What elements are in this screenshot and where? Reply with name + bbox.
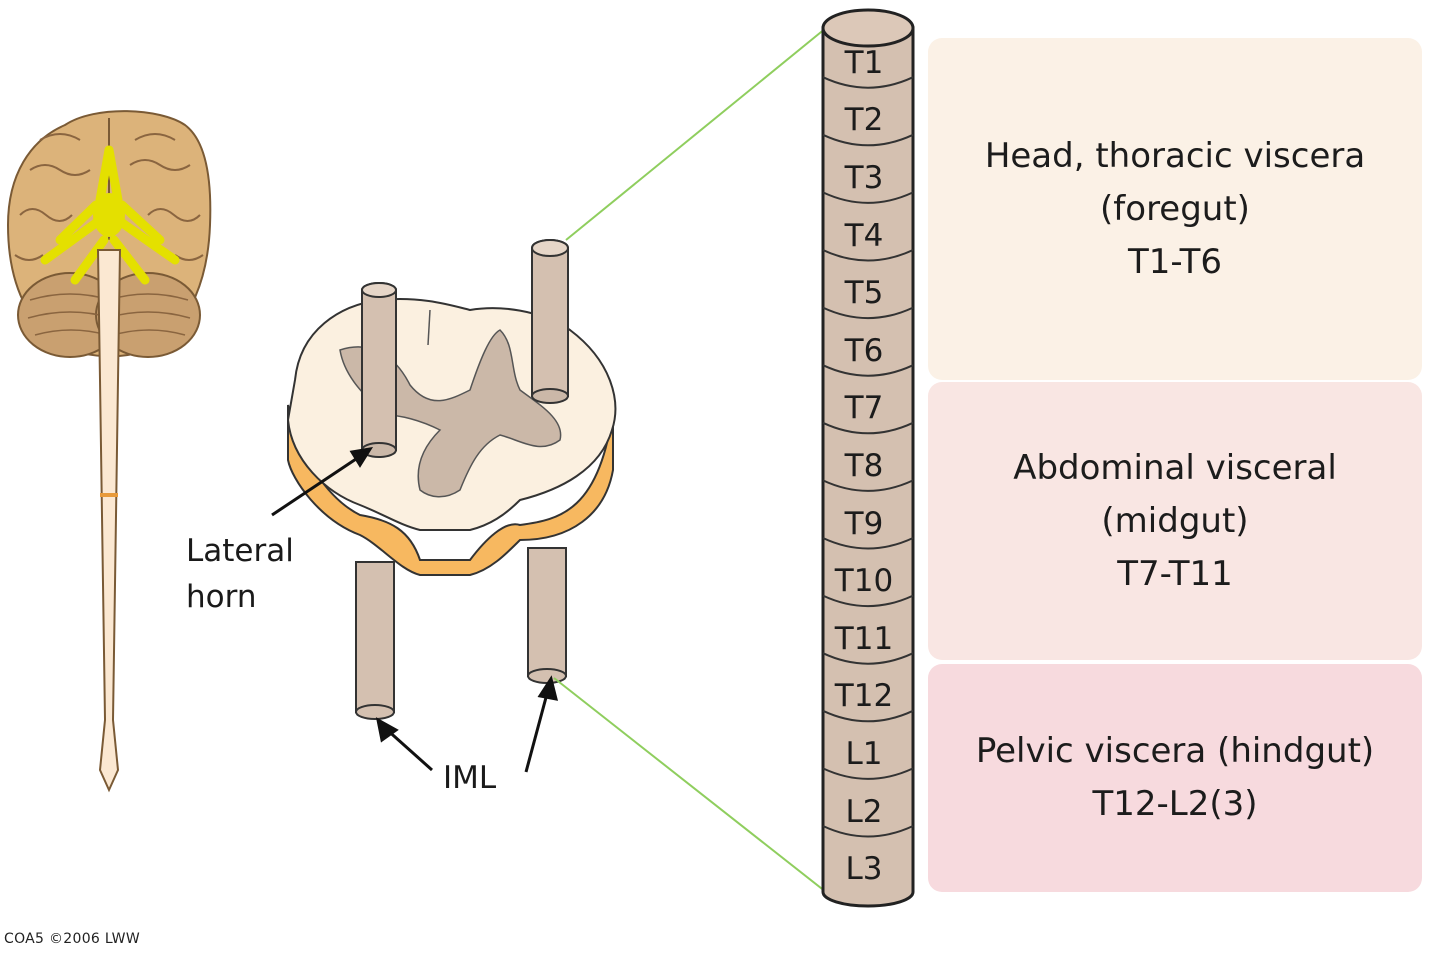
region-midgut: Abdominal visceral (midgut) T7-T11 — [928, 382, 1422, 660]
segment-label-l2: L2 — [845, 793, 883, 830]
segment-divider — [822, 306, 914, 320]
segment-divider — [822, 537, 914, 550]
segment-divider — [822, 421, 914, 435]
segment-divider — [822, 825, 914, 838]
segment-label-t4: T4 — [844, 217, 884, 254]
segment-divider — [822, 652, 914, 665]
segment-label-t10: T10 — [834, 563, 894, 600]
segment-label-t6: T6 — [844, 332, 884, 369]
lateral-horn-label-line2: horn — [186, 579, 257, 615]
segment-label-t2: T2 — [844, 102, 884, 139]
segment-label-t1: T1 — [844, 44, 884, 81]
region-midgut-line-2: (midgut) — [1101, 500, 1249, 541]
segment-label-t12: T12 — [834, 678, 894, 715]
lateral-horn-label-line1: Lateral — [186, 533, 294, 569]
copyright-text: COA5 ©2006 LWW — [4, 931, 140, 947]
segment-label-t11: T11 — [834, 620, 894, 657]
segment-label-t7: T7 — [844, 390, 884, 427]
region-midgut-line-3: T7-T11 — [1117, 553, 1233, 594]
segment-label-t9: T9 — [844, 505, 884, 542]
column-top-cap — [821, 8, 915, 48]
iml-label: IML — [443, 760, 497, 796]
segment-divider — [822, 709, 914, 723]
brain-illustration — [6, 110, 212, 793]
segment-divider — [822, 133, 914, 147]
cord-cross-section — [271, 239, 617, 773]
zoom-lines — [553, 27, 827, 893]
spinal-column — [821, 8, 915, 908]
region-foregut-line-3: T1-T6 — [1128, 241, 1222, 282]
region-foregut-line-2: (foregut) — [1100, 188, 1250, 229]
pointer-arrows — [271, 446, 559, 773]
segment-label-l3: L3 — [845, 851, 883, 888]
segment-label-t5: T5 — [844, 275, 884, 312]
region-midgut-line-1: Abdominal visceral — [1013, 447, 1337, 488]
region-foregut: Head, thoracic viscera (foregut) T1-T6 — [928, 38, 1422, 380]
segment-label-t8: T8 — [844, 448, 884, 484]
region-foregut-line-1: Head, thoracic viscera — [984, 135, 1366, 176]
segment-divider — [822, 76, 914, 89]
segment-divider — [822, 191, 914, 204]
segment-divider — [822, 479, 914, 492]
region-hindgut-line-1: Pelvic viscera (hindgut) — [975, 731, 1375, 771]
segment-label-l1: L1 — [845, 736, 883, 772]
region-hindgut: Pelvic viscera (hindgut) T12-L2(3) — [928, 664, 1422, 892]
segment-divider — [822, 249, 914, 262]
segment-label-t3: T3 — [844, 160, 884, 196]
segment-divider — [822, 767, 914, 780]
segment-divider — [822, 364, 914, 377]
segment-divider — [822, 594, 914, 608]
column-body — [821, 26, 915, 908]
lateral-horn-label: Lateral horn — [186, 528, 294, 620]
region-hindgut-line-2: T12-L2(3) — [1092, 784, 1258, 824]
